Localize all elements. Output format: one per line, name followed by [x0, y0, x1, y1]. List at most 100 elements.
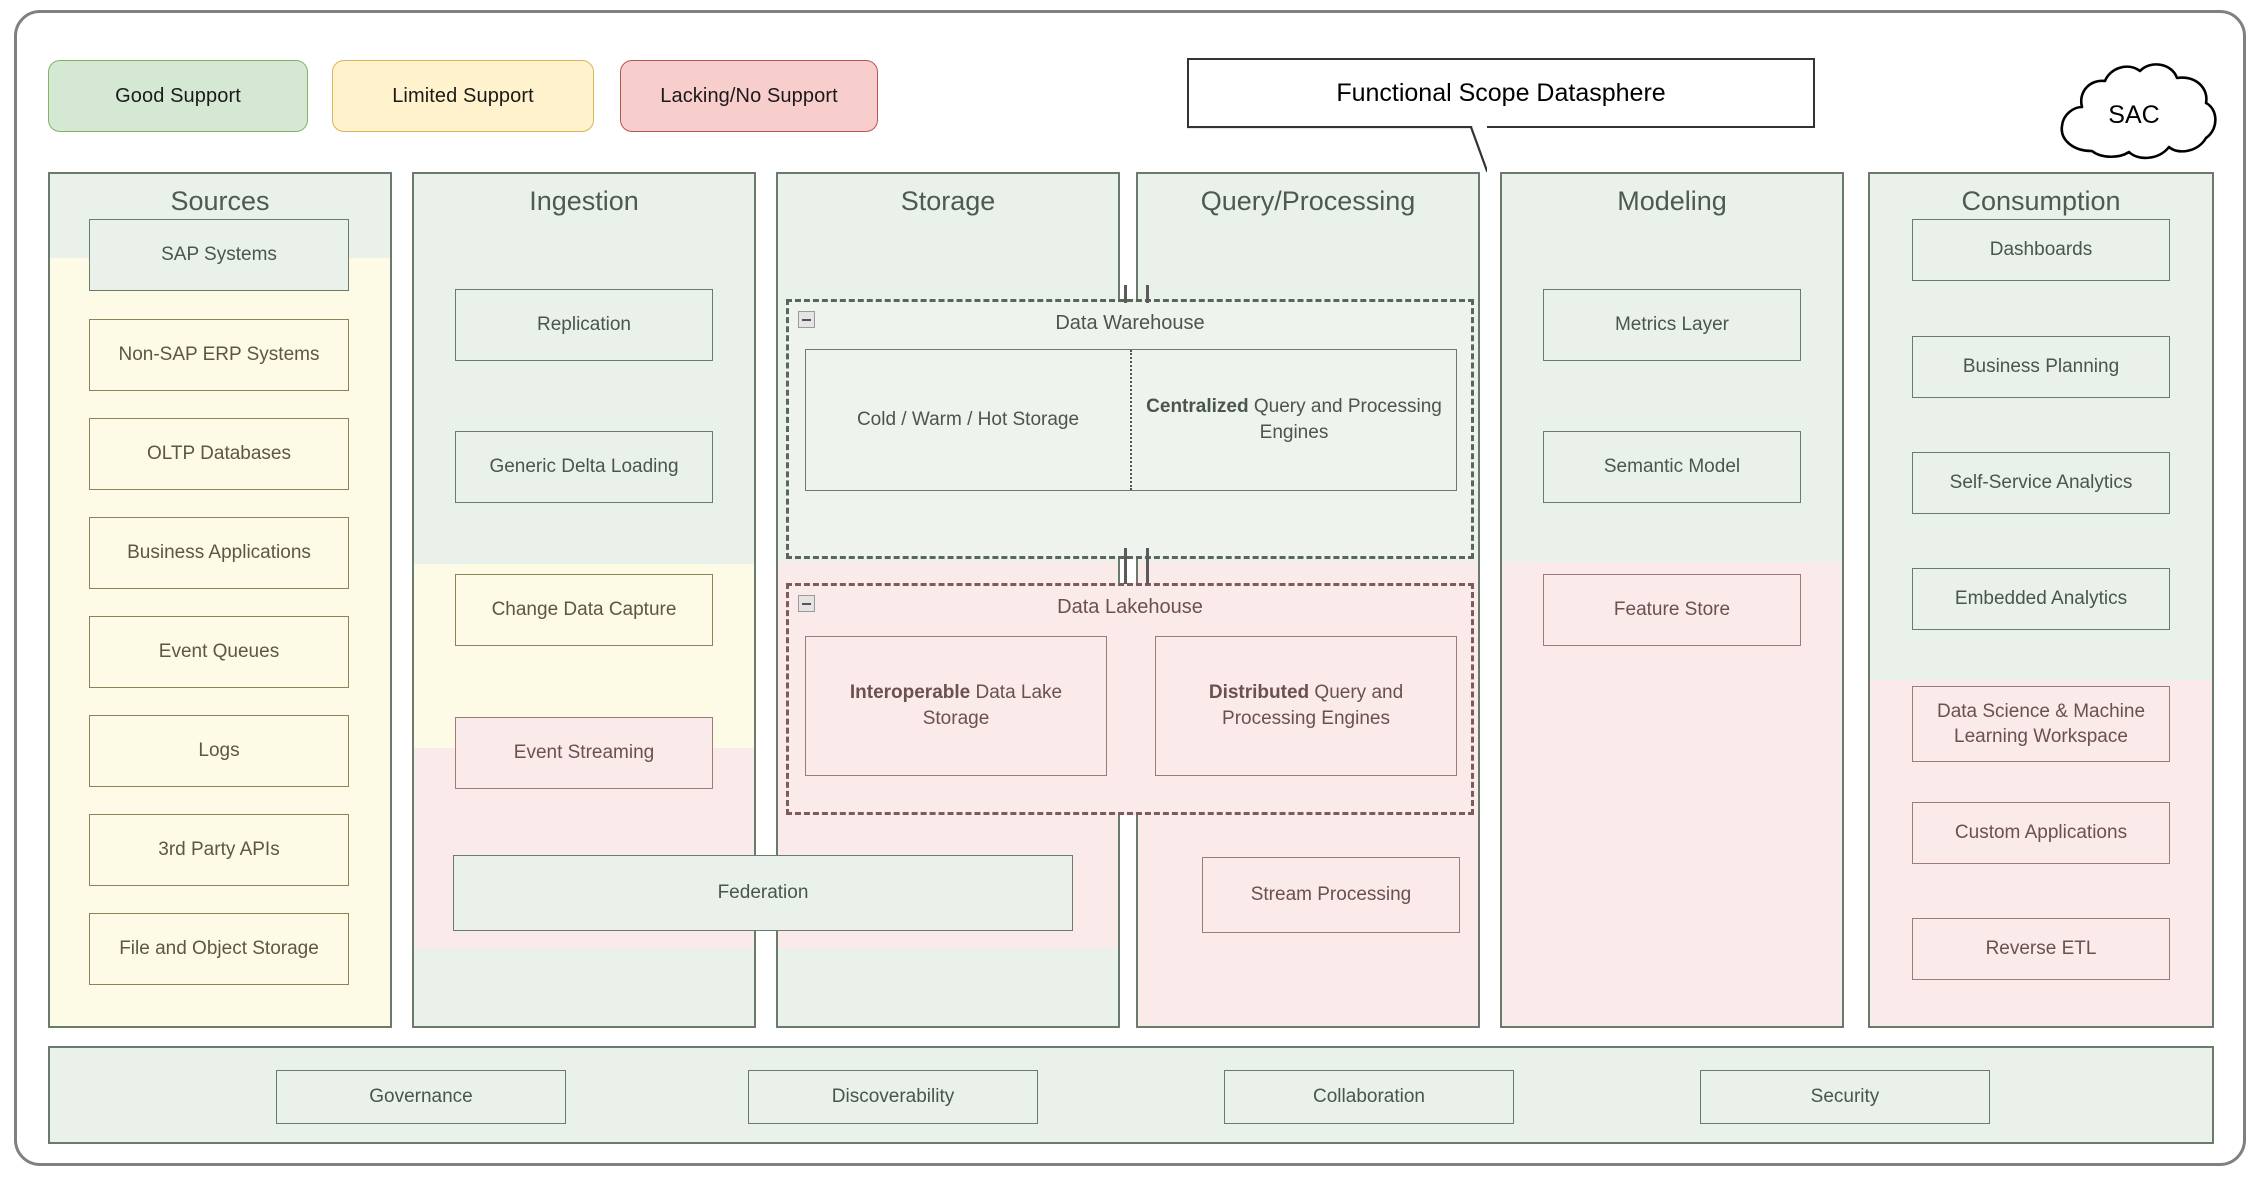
connector-left: [1124, 548, 1127, 584]
node-event-queues[interactable]: Event Queues: [89, 616, 349, 688]
group-title-data-warehouse: Data Warehouse: [1055, 312, 1205, 334]
node-security[interactable]: Security: [1700, 1070, 1990, 1124]
cell-rest: Cold / Warm / Hot Storage: [856, 409, 1080, 431]
node-metrics-layer[interactable]: Metrics Layer: [1543, 289, 1801, 361]
band-good-2: [414, 948, 754, 1026]
node-label: Business Planning: [1962, 356, 2120, 378]
node-self-service-analytics[interactable]: Self-Service Analytics: [1912, 452, 2170, 514]
node-federation[interactable]: Federation: [453, 855, 1073, 931]
column-title-query-processing: Query/Processing: [1200, 186, 1416, 216]
node-business-planning[interactable]: Business Planning: [1912, 336, 2170, 398]
legend-limited-support[interactable]: Limited Support: [332, 60, 594, 132]
group-cell-container: Cold / Warm / Hot Storage Centralized Qu…: [805, 349, 1457, 491]
node-label: OLTP Databases: [147, 443, 291, 465]
legend-lacking-support-label: Lacking/No Support: [660, 84, 838, 107]
node-3rd-party-apis[interactable]: 3rd Party APIs: [89, 814, 349, 886]
node-data-science-ml-workspace[interactable]: Data Science & Machine Learning Workspac…: [1912, 686, 2170, 762]
node-label: Governance: [369, 1086, 473, 1107]
node-label: Security: [1810, 1086, 1880, 1107]
group-data-lakehouse[interactable]: Data Lakehouse Interoperable Data Lake S…: [786, 583, 1474, 815]
node-label: Event Queues: [158, 641, 280, 663]
node-label: SAP Systems: [161, 244, 277, 266]
node-feature-store[interactable]: Feature Store: [1543, 574, 1801, 646]
cell-rest: Query and Processing Engines: [1248, 396, 1442, 443]
node-governance[interactable]: Governance: [276, 1070, 566, 1124]
cross-cutting-bar: Governance Discoverability Collaboration…: [48, 1046, 2214, 1144]
node-oltp-databases[interactable]: OLTP Databases: [89, 418, 349, 490]
node-sap-systems[interactable]: SAP Systems: [89, 219, 349, 291]
cell-distributed-query-engines[interactable]: Distributed Query and Processing Engines: [1155, 636, 1457, 776]
column-title-sources: Sources: [170, 186, 270, 216]
connector-left-top: [1124, 285, 1127, 303]
node-label: Stream Processing: [1250, 884, 1412, 906]
callout-box[interactable]: Functional Scope Datasphere: [1187, 58, 1815, 128]
cell-bold: Distributed: [1208, 682, 1310, 704]
connector-right-top: [1146, 285, 1149, 303]
node-label: File and Object Storage: [119, 938, 319, 960]
legend-limited-support-label: Limited Support: [392, 84, 534, 107]
node-replication[interactable]: Replication: [455, 289, 713, 361]
node-label: Metrics Layer: [1614, 314, 1730, 336]
band-good-2: [778, 948, 1118, 1026]
node-label: Reverse ETL: [1985, 938, 2097, 960]
node-discoverability[interactable]: Discoverability: [748, 1070, 1038, 1124]
cell-interoperable-data-lake-storage[interactable]: Interoperable Data Lake Storage: [805, 636, 1107, 776]
node-label: Logs: [198, 740, 240, 762]
node-custom-applications[interactable]: Custom Applications: [1912, 802, 2170, 864]
column-consumption: Consumption Dashboards Business Planning…: [1868, 172, 2214, 1028]
band-good: [414, 174, 754, 564]
cloud-icon: [2060, 63, 2217, 160]
node-label: Dashboards: [1989, 239, 2093, 261]
legend-good-support-label: Good Support: [115, 84, 241, 107]
node-label: Embedded Analytics: [1954, 588, 2128, 610]
node-label: Discoverability: [831, 1086, 955, 1107]
column-title-consumption: Consumption: [1961, 186, 2121, 216]
node-non-sap-erp-systems[interactable]: Non-SAP ERP Systems: [89, 319, 349, 391]
group-title-data-lakehouse: Data Lakehouse: [1057, 596, 1203, 618]
node-label: Custom Applications: [1954, 822, 2128, 844]
node-semantic-model[interactable]: Semantic Model: [1543, 431, 1801, 503]
cell-centralized-query-engines[interactable]: Centralized Query and Processing Engines: [1132, 350, 1456, 490]
node-collaboration[interactable]: Collaboration: [1224, 1070, 1514, 1124]
node-label: Federation: [717, 882, 809, 904]
node-label: Data Science & Machine Learning Workspac…: [1936, 700, 2146, 747]
node-label: Change Data Capture: [491, 599, 677, 621]
node-label: Non-SAP ERP Systems: [118, 344, 320, 366]
legend-good-support[interactable]: Good Support: [48, 60, 308, 132]
cell-cold-warm-hot-storage[interactable]: Cold / Warm / Hot Storage: [806, 350, 1132, 490]
callout-label: Functional Scope Datasphere: [1336, 78, 1666, 107]
collapse-icon[interactable]: [798, 311, 815, 328]
node-label: Business Applications: [127, 542, 311, 564]
node-label: Feature Store: [1613, 599, 1731, 621]
node-dashboards[interactable]: Dashboards: [1912, 219, 2170, 281]
sac-cloud[interactable]: SAC: [2046, 56, 2222, 168]
cell-rest: Data Lake Storage: [922, 682, 1063, 729]
column-title-ingestion: Ingestion: [529, 186, 639, 216]
column-title-modeling: Modeling: [1617, 186, 1727, 216]
node-label: Semantic Model: [1603, 456, 1741, 478]
node-label: Self-Service Analytics: [1949, 472, 2133, 494]
cell-rest: Query and Processing Engines: [1222, 682, 1404, 729]
group-data-warehouse[interactable]: Data Warehouse Cold / Warm / Hot Storage…: [786, 299, 1474, 559]
cell-bold: Centralized: [1146, 396, 1249, 418]
node-file-and-object-storage[interactable]: File and Object Storage: [89, 913, 349, 985]
node-reverse-etl[interactable]: Reverse ETL: [1912, 918, 2170, 980]
column-sources: Sources SAP Systems Non-SAP ERP Systems …: [48, 172, 392, 1028]
node-label: Generic Delta Loading: [489, 456, 679, 478]
node-stream-processing[interactable]: Stream Processing: [1202, 857, 1460, 933]
cell-bold: Interoperable: [849, 682, 971, 704]
node-label: Collaboration: [1313, 1086, 1425, 1107]
node-label: Event Streaming: [513, 742, 655, 764]
node-change-data-capture[interactable]: Change Data Capture: [455, 574, 713, 646]
node-embedded-analytics[interactable]: Embedded Analytics: [1912, 568, 2170, 630]
collapse-icon[interactable]: [798, 595, 815, 612]
node-business-applications[interactable]: Business Applications: [89, 517, 349, 589]
legend-lacking-support[interactable]: Lacking/No Support: [620, 60, 878, 132]
column-title-storage: Storage: [900, 186, 996, 216]
node-logs[interactable]: Logs: [89, 715, 349, 787]
node-generic-delta-loading[interactable]: Generic Delta Loading: [455, 431, 713, 503]
node-label: Replication: [537, 314, 631, 336]
node-event-streaming[interactable]: Event Streaming: [455, 717, 713, 789]
connector-right: [1146, 548, 1149, 584]
